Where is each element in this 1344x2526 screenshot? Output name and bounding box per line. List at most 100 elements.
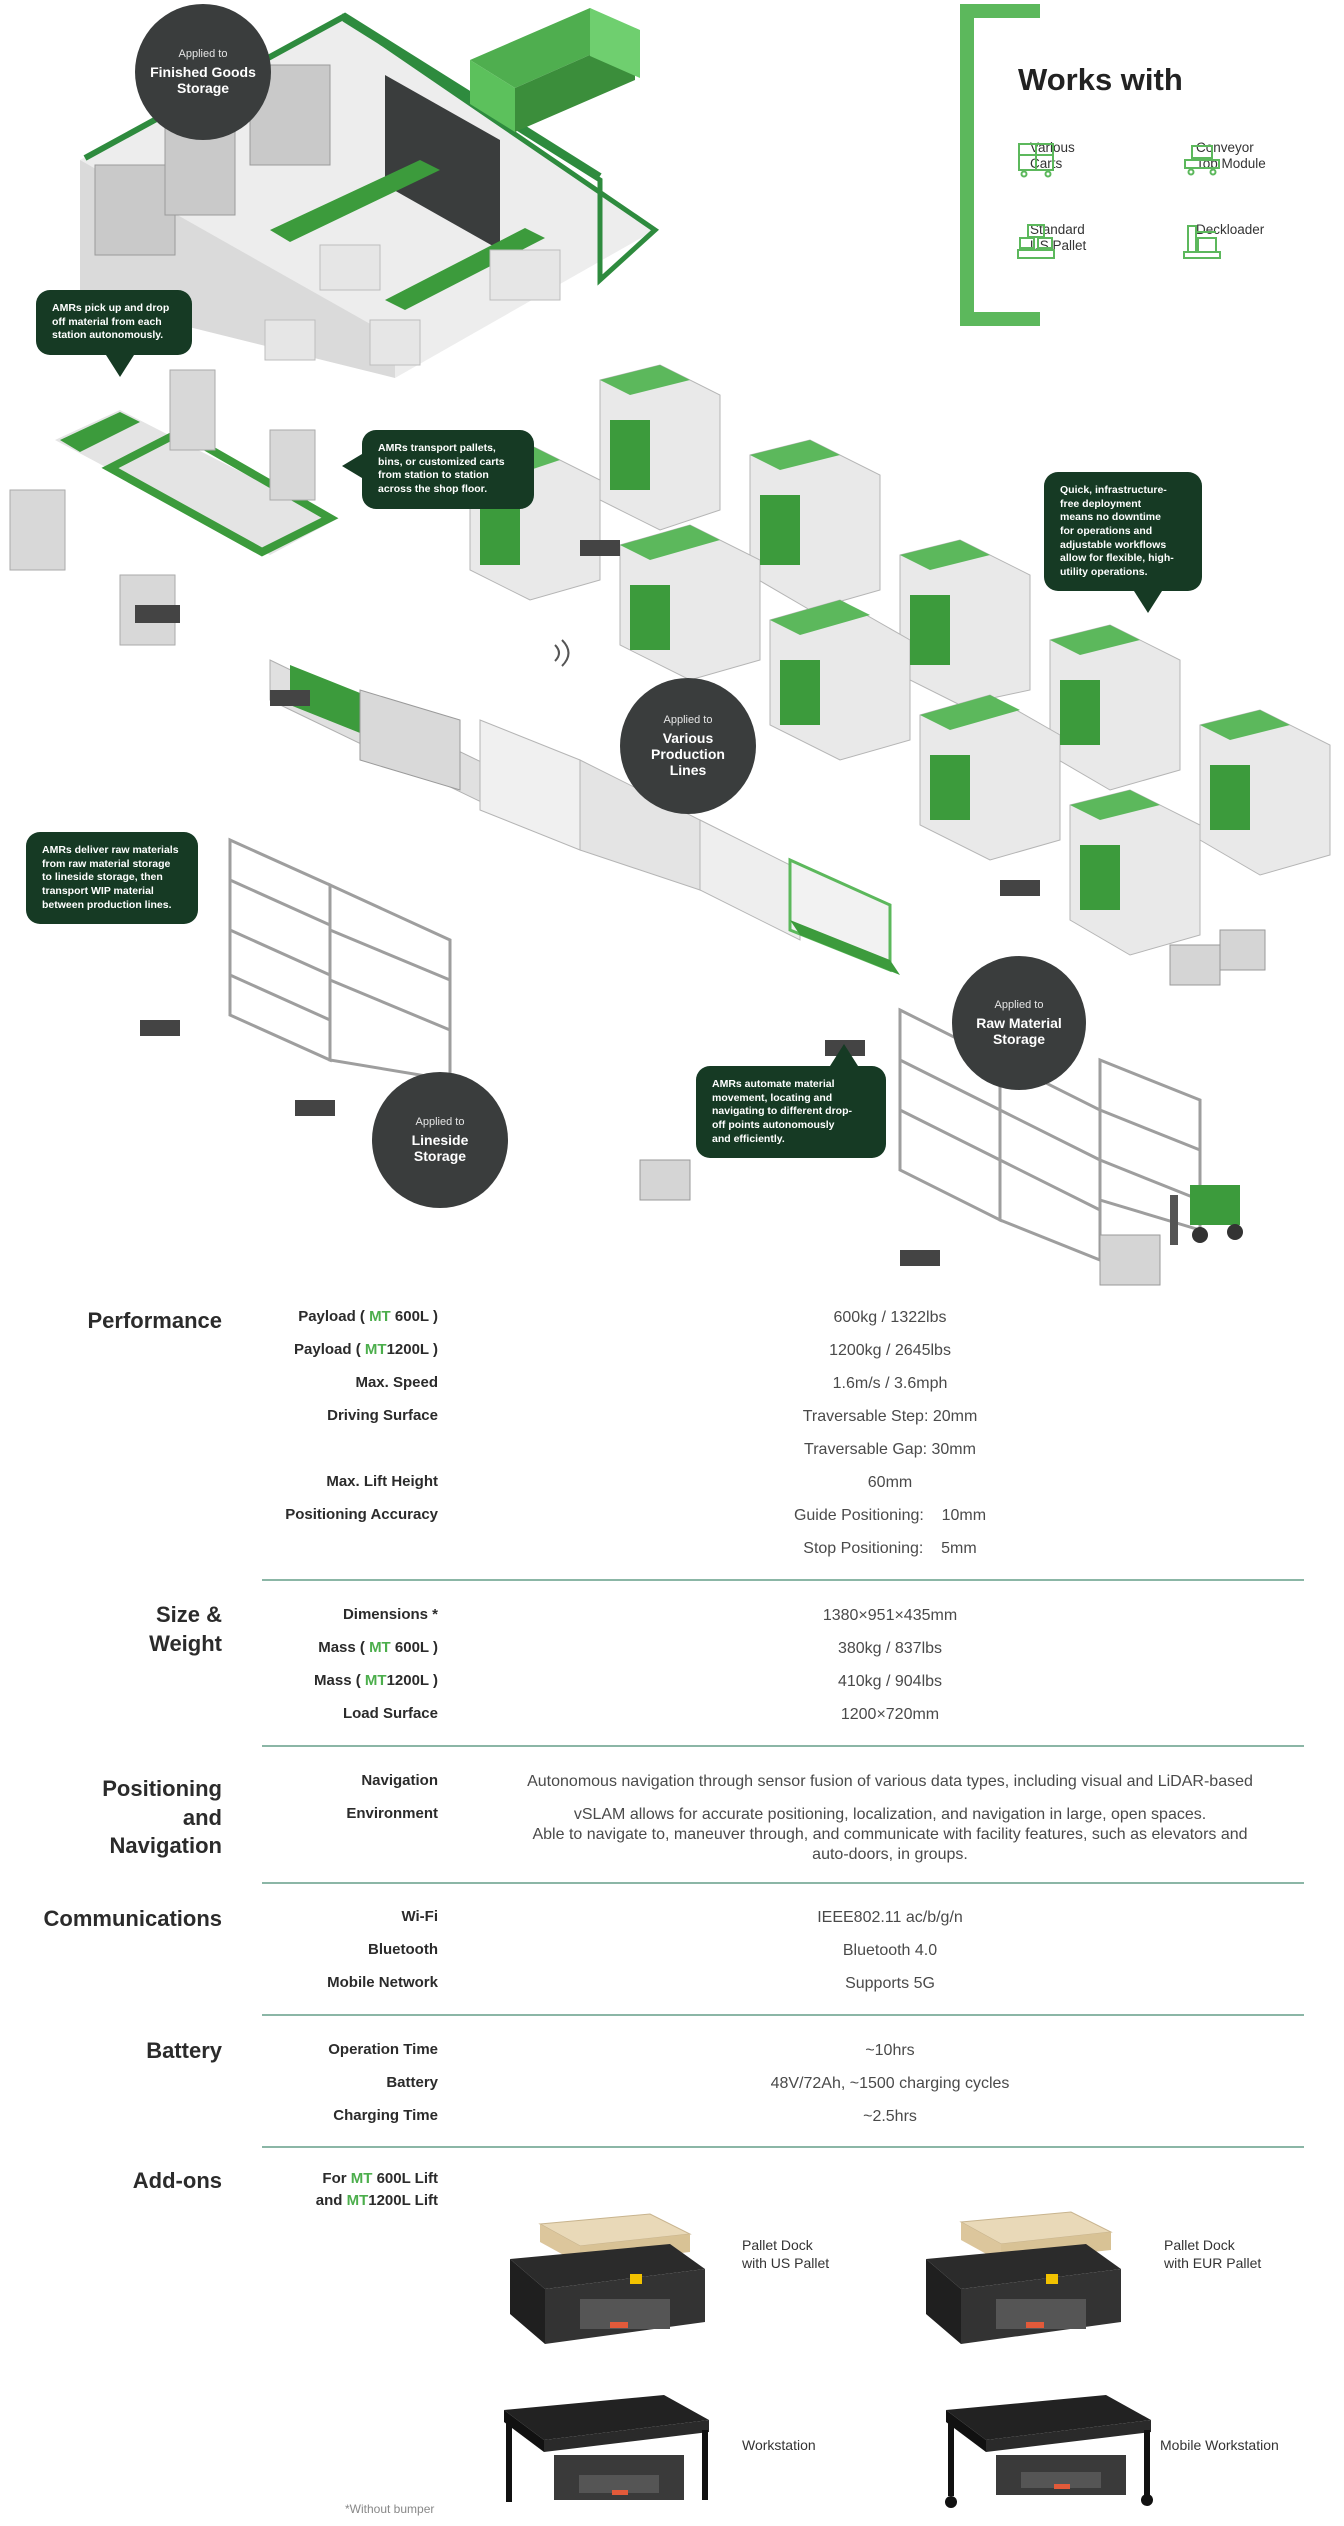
- spec-label: Payload ( MT 600L ): [262, 1308, 438, 1325]
- spec-value: 60mm: [867, 1474, 913, 1491]
- spec-value: 1.6m/s / 3.6mph: [832, 1375, 948, 1392]
- section-divider: [262, 1579, 1304, 1581]
- spec-label: Mass ( MT 600L ): [262, 1639, 438, 1656]
- pallet-dock-eur-image: [926, 2211, 1121, 2344]
- conveyor-2: [385, 228, 545, 310]
- badge-large-label: Raw Material Storage: [976, 1014, 1062, 1047]
- badge-production-lines: Applied to Various Production Lines: [620, 678, 756, 814]
- product-mobile-workstation: [926, 2380, 1166, 2520]
- spec-row-payload-600: Payload ( MT 600L ) 600kg / 1322lbs: [0, 1308, 1344, 1341]
- works-with-item-deckloader: Deckloader: [1182, 222, 1264, 259]
- mt-prefix: MT: [350, 2170, 373, 2187]
- conveyor-1: [270, 160, 440, 242]
- works-with-bracket: [960, 4, 1040, 326]
- spec-label-text: 1200L ): [386, 1672, 438, 1689]
- spec-row-mobile-network: Mobile Network Supports 5G: [0, 1974, 1344, 2007]
- badge-small-label: Applied to: [994, 999, 1044, 1012]
- assembly-table: [55, 410, 335, 555]
- addons-and-text: 1200L Lift: [368, 2191, 438, 2209]
- badge-small-label: Applied to: [415, 1116, 465, 1129]
- badge-raw-material: Applied to Raw Material Storage: [952, 956, 1086, 1090]
- spec-row-mass-1200: Mass ( MT1200L ) 410kg / 904lbs: [0, 1672, 1344, 1705]
- addons-and-line: and MT1200L Lift: [262, 2190, 438, 2212]
- loading-door: [385, 75, 500, 250]
- production-line: [269, 659, 900, 975]
- spec-label: Mass ( MT1200L ): [262, 1672, 438, 1689]
- spec-row-driving-gap: Traversable Gap: 30mm: [0, 1440, 1344, 1473]
- spec-label: Bluetooth: [368, 1941, 438, 1958]
- addons-for-text: For: [322, 2170, 347, 2187]
- mt-prefix: MT: [346, 2191, 369, 2209]
- works-with-panel: Works with Various Carts Conveyor Top Mo…: [960, 4, 1340, 326]
- spec-label-text: 600L ): [394, 1308, 438, 1325]
- section-title-addons: Add-ons: [132, 2168, 222, 2193]
- works-with-item-conveyor: Conveyor Top Module: [1182, 140, 1266, 176]
- mobile-workstation-image: [945, 2395, 1153, 2508]
- spec-label: Payload ( MT1200L ): [262, 1341, 438, 1358]
- mt-prefix: MT: [364, 1672, 387, 1689]
- spec-row-dimensions: Dimensions * 1380×951×435mm: [0, 1606, 1344, 1639]
- factory-scene: [9, 8, 1331, 1286]
- spec-label-text: Mass (: [314, 1672, 361, 1689]
- spec-row-navigation: Navigation Autonomous navigation through…: [0, 1772, 1344, 1805]
- section-title-communications: Communications: [43, 1906, 222, 1931]
- product-workstation: [484, 2380, 724, 2520]
- spec-row-lift-height: Max. Lift Height 60mm: [0, 1473, 1344, 1506]
- spec-label-text: Payload (: [298, 1308, 365, 1325]
- spec-value: Bluetooth 4.0: [842, 1942, 938, 1959]
- spec-label: Driving Surface: [327, 1407, 438, 1424]
- addons-section: Add-ons For MT 600L Lift and MT1200L Lif…: [0, 2164, 1344, 2526]
- section-title-size-weight: Size & Weight: [149, 1602, 222, 1656]
- section-title-battery: Battery: [146, 2038, 222, 2063]
- spec-value: ~10hrs: [865, 2042, 915, 2059]
- amr-robots: [135, 540, 1040, 1266]
- spec-label: Charging Time: [333, 2107, 438, 2124]
- badge-small-label: Applied to: [178, 48, 228, 61]
- badge-finished-goods: Applied to Finished Goods Storage: [135, 4, 271, 140]
- spec-row-stop-positioning: Stop Positioning: 5mm: [0, 1539, 1344, 1572]
- section-divider: [262, 2014, 1304, 2016]
- works-with-item-pallet: Standard US Pallet: [1016, 222, 1086, 259]
- badge-small-label: Applied to: [663, 714, 713, 727]
- bubble-pickup: AMRs pick up and drop off material from …: [36, 290, 192, 377]
- badge-large-label: Finished Goods Storage: [150, 63, 256, 96]
- spec-row-operation-time: Operation Time ~10hrs: [0, 2041, 1344, 2074]
- spec-label: Dimensions *: [342, 1606, 438, 1623]
- footnote: *Without bumper: [345, 2502, 435, 2516]
- spec-value: 410kg / 904lbs: [837, 1673, 943, 1690]
- spec-value: Stop Positioning: 5mm: [803, 1540, 977, 1557]
- mt-prefix: MT: [364, 1341, 387, 1358]
- spec-value: 48V/72Ah, ~1500 charging cycles: [770, 2075, 1010, 2092]
- spec-value: Traversable Gap: 30mm: [804, 1441, 976, 1458]
- spec-value: Autonomous navigation through sensor fus…: [527, 1773, 1253, 1790]
- spec-value: 380kg / 837lbs: [837, 1640, 943, 1657]
- badge-large-label: Lineside Storage: [411, 1131, 469, 1164]
- spec-row-speed: Max. Speed 1.6m/s / 3.6mph: [0, 1374, 1344, 1407]
- spec-value: Guide Positioning: 10mm: [793, 1507, 987, 1524]
- spec-row-charging-time: Charging Time ~2.5hrs: [0, 2107, 1344, 2140]
- forklift: [1170, 1185, 1243, 1245]
- product-label: Workstation: [742, 2437, 816, 2453]
- spec-value: 1200×720mm: [840, 1706, 940, 1723]
- section-divider: [262, 1745, 1304, 1747]
- spec-label: Max. Speed: [355, 1374, 438, 1391]
- spec-label: Operation Time: [328, 2041, 438, 2058]
- section-divider: [262, 1882, 1304, 1884]
- bubble-deployment: Quick, infrastructure- free deployment m…: [1044, 472, 1202, 615]
- works-with-item-carts: Various Carts: [1016, 140, 1075, 178]
- badge-lineside-storage: Applied to Lineside Storage: [372, 1072, 508, 1208]
- addons-for-line: For MT 600L Lift: [262, 2168, 438, 2190]
- product-pallet-dock-eur: [906, 2204, 1136, 2364]
- spec-label: Navigation: [361, 1772, 438, 1789]
- spec-value: 1200kg / 2645lbs: [829, 1342, 951, 1359]
- cart-icon: [1018, 143, 1054, 178]
- deckloader-icon: [1183, 225, 1221, 259]
- spec-label-text: 600L ): [394, 1639, 438, 1656]
- spec-row-load-surface: Load Surface 1200×720mm: [0, 1705, 1344, 1738]
- spec-label: Load Surface: [342, 1705, 438, 1722]
- pallet-dock-us-image: [510, 2213, 705, 2344]
- spec-label: Battery: [386, 2074, 438, 2091]
- badge-large-label: Various Production Lines: [651, 729, 725, 778]
- bubble-deliver: AMRs deliver raw materials from raw mate…: [26, 832, 198, 925]
- works-with-title: Works with: [1018, 62, 1183, 97]
